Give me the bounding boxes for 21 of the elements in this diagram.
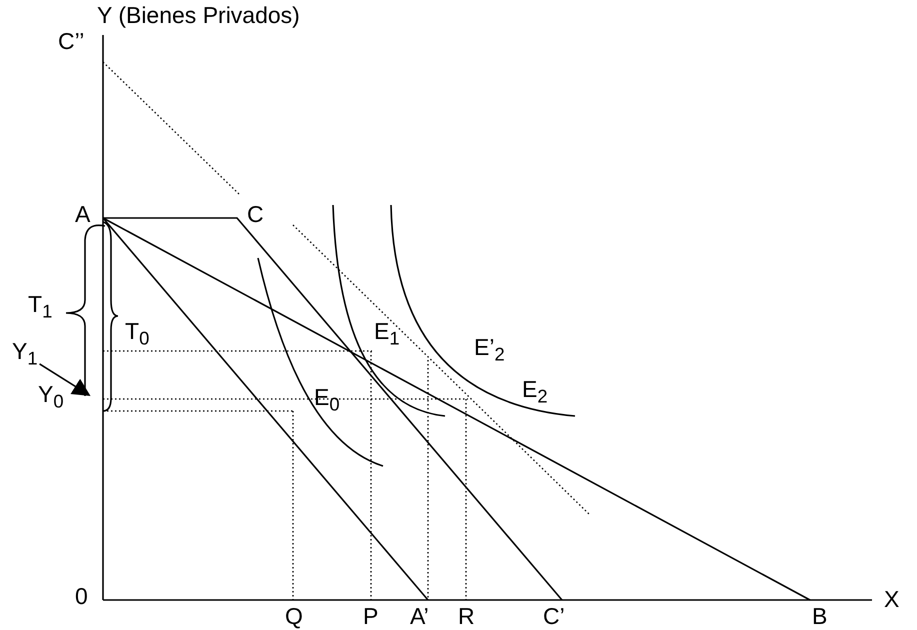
- leader-arrow: [39, 363, 91, 396]
- axis-value-label: Y$_{0}$: [38, 383, 64, 411]
- origin-label: 0: [75, 585, 88, 608]
- brace-label: T$_{1}$: [28, 293, 52, 321]
- axis-value-label: Q: [285, 605, 303, 628]
- brace: [65, 224, 106, 396]
- point-label: E$_{1}$: [374, 320, 400, 348]
- axis-value-label: C’: [543, 605, 565, 628]
- axis-value-label: A’: [410, 605, 429, 628]
- axis-value-label: Y$_{1}$: [12, 340, 38, 368]
- point-label: A: [75, 203, 90, 226]
- axis-value-label: B: [812, 605, 828, 628]
- axis-title: Y (Bienes Privados): [97, 4, 300, 27]
- brace-label: T$_{0}$: [125, 320, 150, 348]
- point-label: E’$_{2}$: [474, 336, 505, 364]
- axis-label: X: [884, 588, 900, 611]
- axis-value-label: R: [458, 605, 475, 628]
- point-label: E$_{2}$: [522, 378, 548, 406]
- axis-value-label: P: [363, 605, 378, 628]
- point-label: C’’: [58, 30, 84, 53]
- point-label: C: [247, 203, 264, 226]
